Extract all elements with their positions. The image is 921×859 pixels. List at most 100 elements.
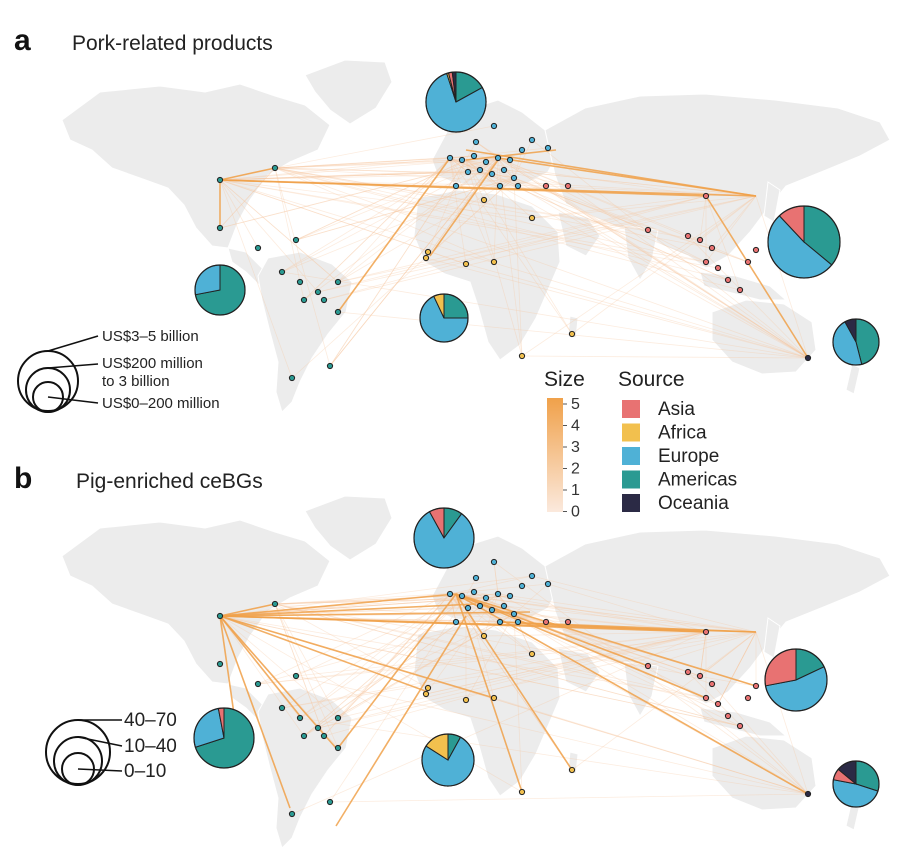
trade-flow-line — [513, 177, 523, 357]
country-node-americas — [271, 164, 279, 172]
country-node-asia — [736, 286, 744, 294]
country-node-africa — [490, 258, 498, 266]
country-node-europe — [506, 592, 514, 600]
trade-flow-line — [483, 593, 499, 637]
country-node-americas — [216, 612, 224, 620]
source-swatch-americas — [622, 470, 640, 489]
trade-flow-line — [281, 177, 515, 273]
trade-flow-line — [281, 631, 757, 709]
trade-flow-line — [219, 179, 809, 359]
trade-flow-line — [274, 167, 649, 231]
source-label-asia: Asia — [658, 399, 695, 420]
trade-flow-line — [219, 179, 259, 249]
trade-flow-line — [219, 167, 276, 229]
country-node-africa — [422, 690, 430, 698]
trade-flow-line — [274, 167, 809, 359]
trade-flow-line — [465, 159, 485, 201]
trade-flow-line — [473, 591, 707, 633]
pie-outline — [767, 205, 841, 279]
trade-flow-line — [475, 141, 499, 159]
trade-flow-line — [274, 155, 475, 169]
trade-flow-line — [274, 157, 451, 169]
pie-outline — [832, 318, 880, 366]
size-label-medium-cont: to 3 billion — [102, 373, 170, 390]
country-node-asia — [744, 694, 752, 702]
trade-flow-line — [465, 613, 515, 701]
trade-flow-line — [705, 195, 741, 291]
trade-flow-line — [497, 157, 701, 241]
trade-flow-line — [717, 631, 757, 705]
size-label-small: 0–10 — [124, 761, 166, 782]
trade-flow-line — [219, 597, 487, 617]
trade-flow-line — [337, 631, 707, 719]
source-swatch-asia — [622, 400, 640, 418]
size-label-medium: US$200 million — [102, 355, 203, 372]
size-leader-line — [47, 363, 99, 369]
country-node-europe — [490, 558, 498, 566]
trade-flow-line — [281, 595, 467, 709]
country-node-europe — [452, 618, 460, 626]
trade-flow-line — [291, 177, 515, 379]
country-node-americas — [216, 660, 224, 668]
trade-flow-line — [219, 575, 533, 617]
trade-flow-line — [257, 613, 515, 685]
country-node-africa — [568, 330, 576, 338]
trade-flow-line-major — [455, 593, 707, 699]
trade-flow-line — [449, 157, 457, 187]
country-node-asia — [724, 276, 732, 284]
country-node-asia — [684, 232, 692, 240]
country-node-europe — [472, 574, 480, 582]
panel-a-title: Pork-related products — [72, 32, 273, 55]
trade-flow-line — [219, 179, 293, 379]
trade-flow-line-major — [219, 615, 301, 717]
country-node-africa — [518, 352, 526, 360]
trade-flow-line — [567, 185, 809, 359]
country-node-americas — [288, 810, 296, 818]
pie-outline — [421, 733, 475, 787]
trade-flow-line — [571, 631, 757, 771]
trade-flow-line — [274, 167, 713, 249]
trade-flow-line — [571, 195, 757, 335]
trade-flow-line — [449, 593, 457, 623]
trade-flow-line — [755, 195, 809, 359]
country-node-africa — [480, 196, 488, 204]
trade-flow-line — [755, 631, 809, 795]
trade-flow-line-major — [705, 195, 809, 359]
trade-flow-line — [219, 179, 339, 283]
panel-a-trade-flows — [219, 125, 809, 379]
trade-flow-line — [219, 171, 469, 181]
size-leader-line — [77, 736, 123, 747]
trade-flow-line — [497, 157, 519, 187]
trade-flow-line — [493, 561, 499, 595]
trade-flow-line — [705, 195, 757, 263]
trade-flow-line-major — [219, 593, 457, 617]
country-node-europe — [496, 182, 504, 190]
country-node-americas — [216, 176, 224, 184]
trade-flow-line — [274, 167, 741, 291]
panel-a-letter: a — [14, 24, 31, 57]
trade-flow-line — [274, 603, 741, 727]
trade-flow-line — [295, 159, 467, 241]
color-scale-tick-label: 2 — [571, 461, 580, 478]
trade-flow-line-major — [455, 593, 809, 795]
country-node-asia — [708, 244, 716, 252]
country-node-asia — [744, 258, 752, 266]
trade-flow-line-major — [455, 593, 573, 771]
trade-flow-line — [274, 591, 475, 605]
trade-flow-line — [425, 257, 809, 359]
country-node-asia — [724, 712, 732, 720]
trade-flow-line — [337, 195, 757, 283]
country-node-asia — [542, 182, 550, 190]
trade-flow-line — [517, 185, 809, 359]
trade-flow-line — [219, 179, 719, 269]
trade-flow-line — [219, 173, 493, 181]
trade-flow-line-major — [219, 603, 477, 617]
pie-outline — [764, 648, 828, 712]
panel-a-country-nodes — [216, 122, 812, 382]
trade-flow-line — [299, 613, 515, 719]
country-node-americas — [334, 308, 342, 316]
trade-flow-line — [465, 159, 501, 187]
country-node-americas — [314, 288, 322, 296]
